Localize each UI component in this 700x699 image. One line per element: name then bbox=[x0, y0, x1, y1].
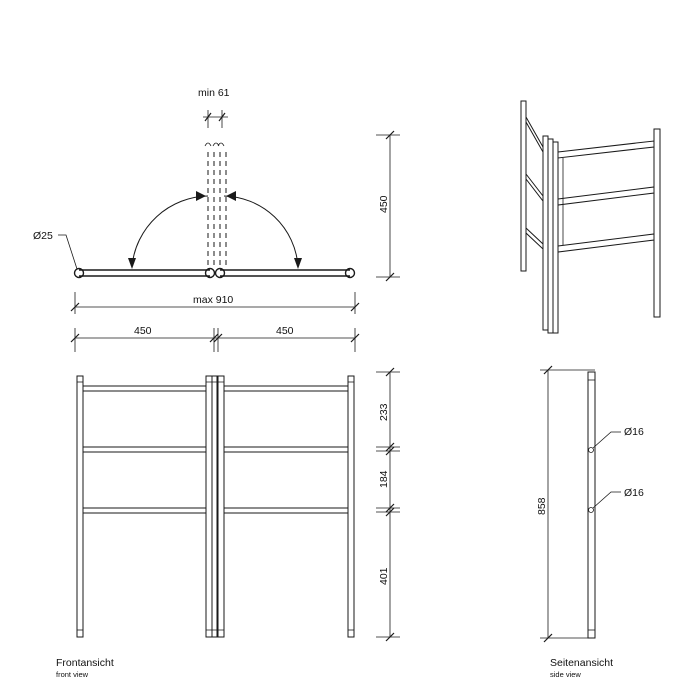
side-view-caption: Seitenansicht bbox=[550, 657, 613, 669]
left-swing-arc bbox=[131, 195, 209, 267]
height-858-label: 858 bbox=[536, 497, 548, 515]
left-width-label: 450 bbox=[134, 325, 152, 337]
max-width-label: max 910 bbox=[193, 294, 233, 306]
perspective-view bbox=[520, 100, 661, 334]
front-view-subcaption: front view bbox=[56, 670, 89, 679]
front-view-caption: Frontansicht bbox=[56, 657, 114, 669]
top-view: min 61 Ø25 bbox=[33, 87, 400, 352]
side-view: Ø16 Ø16 858 Seitenansicht side view bbox=[536, 365, 644, 679]
diameter-25-label: Ø25 bbox=[33, 230, 53, 242]
tube-diameter-lower-label: Ø16 bbox=[624, 487, 644, 499]
dim-184-label: 184 bbox=[378, 470, 390, 488]
right-swing-arc bbox=[223, 195, 299, 267]
dim-233-label: 233 bbox=[378, 403, 390, 421]
front-view: 233 184 401 Frontansicht front view bbox=[56, 367, 400, 679]
min-gap-label: min 61 bbox=[198, 87, 230, 99]
height-450-label: 450 bbox=[378, 195, 390, 213]
right-width-label: 450 bbox=[276, 325, 294, 337]
dim-401-label: 401 bbox=[378, 567, 390, 585]
side-view-subcaption: side view bbox=[550, 670, 581, 679]
tube-diameter-upper-label: Ø16 bbox=[624, 426, 644, 438]
